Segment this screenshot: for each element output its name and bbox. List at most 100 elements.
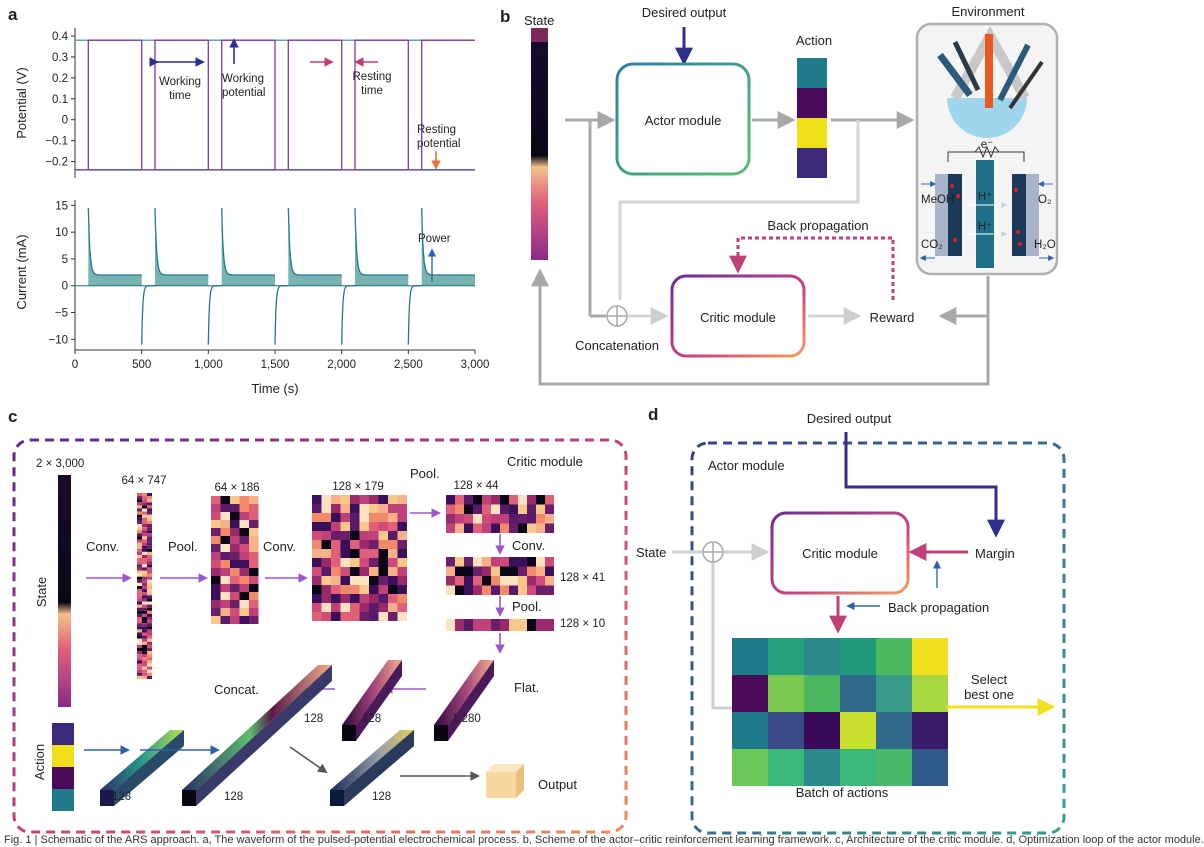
feature-cell	[388, 504, 398, 513]
feature-cell	[340, 504, 350, 513]
feature-cell	[312, 522, 322, 531]
c-state-label: State	[34, 577, 49, 607]
feature-cell	[137, 502, 142, 506]
feature-cell	[142, 644, 147, 648]
current-series-line	[87, 207, 475, 345]
feature-cell	[518, 504, 527, 514]
feature-cell	[473, 566, 482, 576]
feature-cell	[455, 576, 464, 586]
c-dim-3: 128 × 179	[332, 481, 383, 493]
feature-cell	[211, 504, 221, 512]
feature-cell	[536, 557, 545, 567]
feature-cell	[211, 528, 221, 536]
feature-cell	[527, 504, 536, 514]
beam-1280	[434, 660, 494, 741]
feature-cell	[137, 579, 142, 583]
feature-cell	[350, 522, 360, 531]
feature-cell	[220, 520, 230, 528]
feature-cell	[239, 576, 249, 584]
feature-cell	[142, 536, 147, 540]
feature-cell	[378, 558, 388, 567]
feature-cell	[321, 594, 331, 603]
feature-cell	[509, 576, 518, 586]
feature-cell	[239, 608, 249, 616]
feature-cell	[350, 504, 360, 513]
feature-cell	[359, 558, 369, 567]
b-desired-output-label: Desired output	[642, 5, 727, 20]
batch-cell	[732, 712, 768, 749]
feature-cell	[137, 505, 142, 509]
figure-canvas: a 0.40.30.20.10−0.1−0.2 Potential (V) Wo…	[8, 4, 1066, 835]
proton-label-1: H⁺	[978, 191, 992, 203]
feature-cell	[147, 626, 152, 630]
figure-caption: Fig. 1 | Schematic of the ARS approach. …	[4, 834, 1204, 846]
feature-cell	[369, 594, 379, 603]
b-action-to-concat-line	[618, 120, 860, 300]
feature-cell	[518, 585, 527, 595]
feature-cell	[137, 517, 142, 521]
feature-cell	[369, 576, 379, 585]
feature-cell	[397, 495, 407, 504]
feature-cell	[359, 531, 369, 540]
c-action-label: Action	[32, 744, 47, 780]
feature-cell	[249, 544, 259, 552]
feature-cell	[446, 585, 455, 595]
feature-cell	[142, 651, 147, 655]
feature-cell	[142, 555, 147, 559]
feature-cell	[142, 508, 147, 512]
feature-cell	[147, 589, 152, 593]
c-action-cell-1	[52, 723, 74, 745]
feature-cell	[211, 608, 221, 616]
feature-cell	[331, 612, 341, 621]
feature-cell	[142, 570, 147, 574]
feature-cell	[527, 514, 536, 524]
feature-cell	[369, 495, 379, 504]
batch-cell	[876, 675, 912, 712]
feature-map-2	[211, 496, 259, 624]
feature-cell	[446, 557, 455, 567]
b-feedback-arrow	[531, 268, 990, 386]
feature-cell	[340, 522, 350, 531]
feature-cell	[482, 619, 491, 631]
feature-cell	[321, 558, 331, 567]
feature-cell	[137, 539, 142, 543]
batch-cell	[732, 675, 768, 712]
critic-module-frame	[12, 438, 628, 834]
feature-cell	[464, 585, 473, 595]
feature-cell	[518, 566, 527, 576]
c-size-128-e: 128	[372, 791, 391, 803]
resistor-icon	[974, 145, 1000, 159]
feature-cell	[147, 579, 152, 583]
c-size-128-c: 128	[112, 791, 131, 803]
current-x-tick-label: 500	[132, 359, 151, 371]
feature-cell	[142, 539, 147, 543]
feature-cell	[147, 508, 152, 512]
feature-cell	[211, 512, 221, 520]
feature-cell	[509, 557, 518, 567]
b-action-cell-4	[797, 148, 827, 178]
feature-cell	[147, 592, 152, 596]
feature-cell	[142, 669, 147, 673]
feature-cell	[473, 585, 482, 595]
feature-cell	[388, 522, 398, 531]
feature-cell	[340, 540, 350, 549]
feature-cell	[142, 617, 147, 621]
feature-cell	[536, 504, 545, 514]
feature-cell	[211, 496, 221, 504]
feature-cell	[230, 616, 240, 624]
b-state-label: State	[524, 13, 554, 28]
feature-cell	[378, 549, 388, 558]
feature-cell	[446, 619, 455, 631]
feature-cell	[397, 594, 407, 603]
feature-cell	[147, 496, 152, 500]
electrode-5-icon	[1008, 60, 1044, 110]
feature-cell	[545, 523, 554, 533]
feature-cell	[340, 576, 350, 585]
feature-map-3	[312, 495, 407, 621]
feature-cell	[350, 513, 360, 522]
c-state-bar	[58, 475, 71, 707]
batch-of-actions-grid	[732, 638, 948, 786]
feature-cell	[142, 502, 147, 506]
d-margin-label: Margin	[975, 546, 1015, 561]
feature-cell	[137, 620, 142, 624]
